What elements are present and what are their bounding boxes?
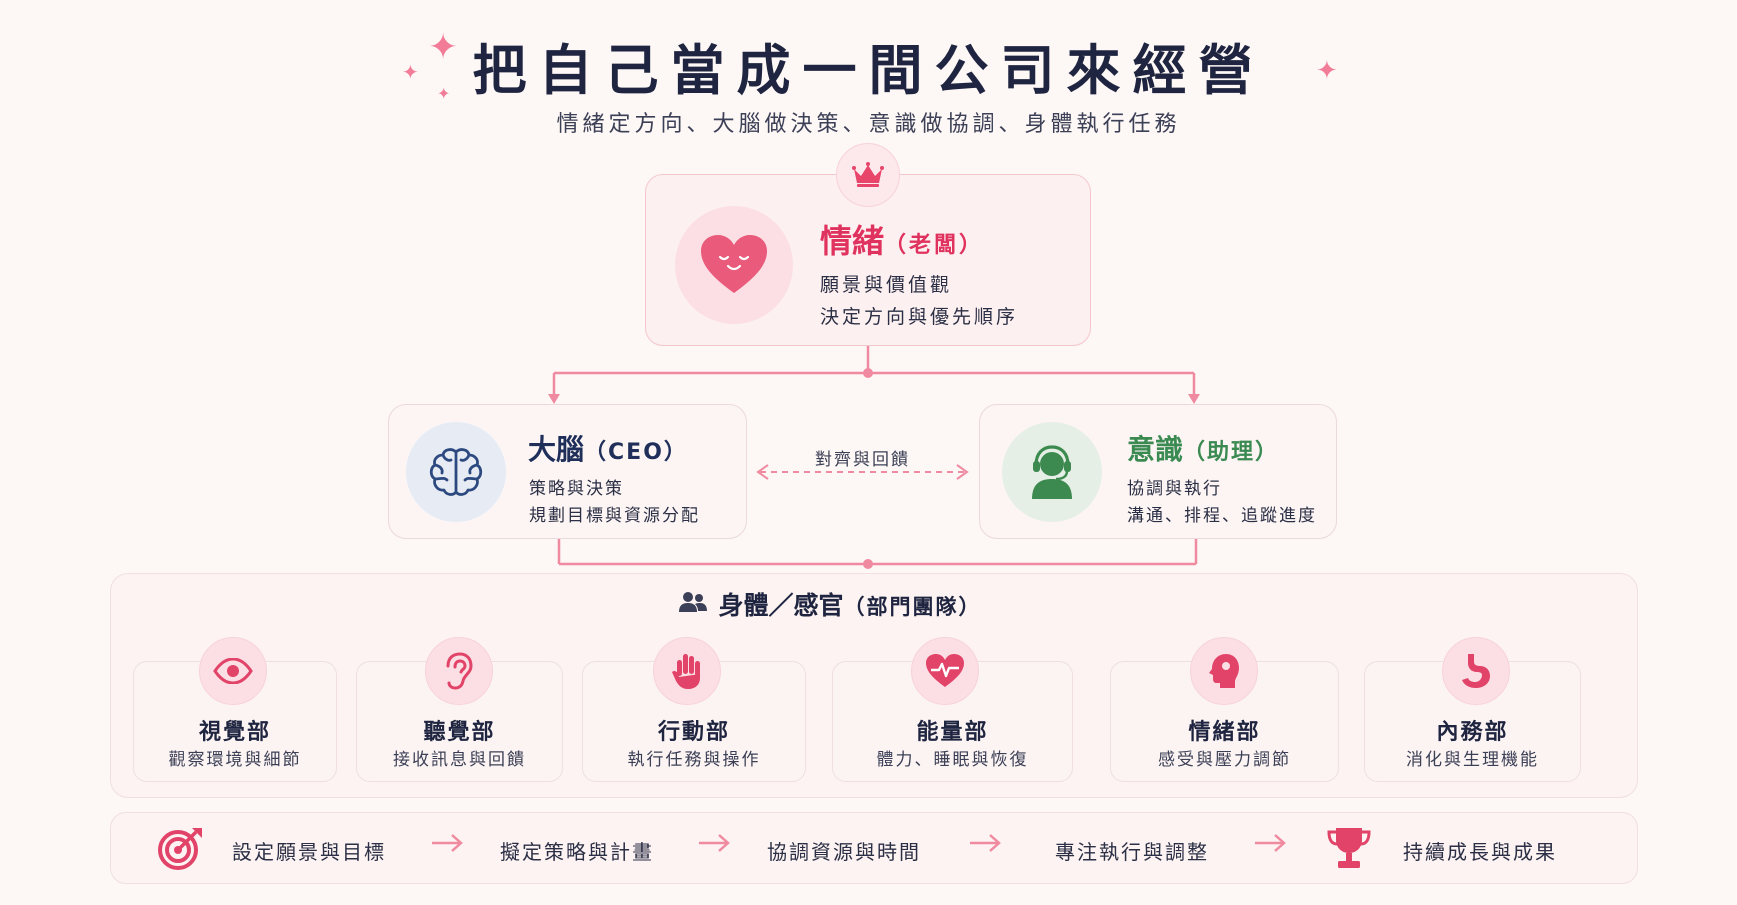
assistant-role: （助理） [1183,440,1280,465]
sparkle-icon: ✦ [1316,56,1338,86]
ceo-desc-line: 規劃目標與資源分配 [529,506,700,526]
dept-name: 情緒部 [1188,720,1261,745]
ceo-role: （CEO） [584,440,688,465]
arrow-right-icon [1253,832,1287,858]
head-profile-icon [1190,637,1258,705]
stomach-icon [1442,637,1510,705]
dept-name: 行動部 [657,720,730,745]
sparkle-icon: ✦ [437,84,451,103]
ear-icon [425,637,493,705]
boss-desc-line: 決定方向與優先順序 [820,306,1019,328]
dept-desc: 體力、睡眠與恢復 [876,750,1029,770]
crown-icon [836,143,900,207]
trophy-icon [1326,826,1372,874]
boss-desc-line: 願景與價值觀 [820,274,953,296]
target-icon [158,826,204,874]
dept-desc: 消化與生理機能 [1406,750,1539,770]
hand-icon [653,637,721,705]
page-title: 把自己當成一間公司來經營 [472,39,1265,102]
dept-name: 能量部 [916,720,989,745]
boss-title: 情緒（老闆） [820,216,984,262]
heartbeat-icon [911,637,979,705]
dept-desc: 接收訊息與回饋 [393,750,526,770]
body-title: 身體／感官（部門團隊） [718,586,981,622]
smiling-heart-icon [675,206,793,324]
dept-name: 聽覺部 [423,720,496,745]
flow-step: 擬定策略與計畫 [500,840,654,864]
dept-desc: 執行任務與操作 [627,750,761,770]
dept-desc: 觀察環境與細節 [168,750,302,770]
brain-icon [406,422,506,522]
dept-card-energy [832,661,1073,782]
dept-name: 內務部 [1436,720,1509,745]
boss-role: （老闆） [884,233,985,258]
assistant-desc-line: 溝通、排程、追蹤進度 [1127,506,1317,526]
sync-label: 對齊與回饋 [815,450,910,470]
boss-name: 情緒 [820,222,885,260]
flow-step: 持續成長與成果 [1403,840,1557,864]
body-name: 身體／感官 [718,591,844,620]
arrow-right-icon [430,832,464,858]
sparkle-icon: ✦ [402,60,419,84]
eye-icon [199,637,267,705]
flow-step: 專注執行與調整 [1055,840,1209,864]
headset-person-icon [1002,422,1102,522]
assistant-title: 意識（助理） [1127,428,1279,468]
body-role: （部門團隊） [843,595,982,619]
dept-name: 視覺部 [198,720,271,745]
ceo-title: 大腦（CEO） [528,428,688,468]
assistant-name: 意識 [1127,433,1184,466]
ceo-desc-line: 策略與決策 [529,479,624,499]
body-header: 身體／感官（部門團隊） [640,587,1020,621]
arrow-right-icon [968,832,1002,858]
team-icon [678,591,708,617]
ceo-name: 大腦 [528,433,585,466]
assistant-desc-line: 協調與執行 [1127,479,1222,499]
sparkle-icon: ✦ [428,27,459,68]
dept-desc: 感受與壓力調節 [1158,750,1291,770]
flow-panel [110,812,1638,884]
arrow-right-icon [697,832,731,858]
flow-step: 設定願景與目標 [232,840,386,864]
flow-step: 協調資源與時間 [767,840,921,864]
page-subtitle: 情緒定方向、大腦做決策、意識做協調、身體執行任務 [556,112,1181,137]
